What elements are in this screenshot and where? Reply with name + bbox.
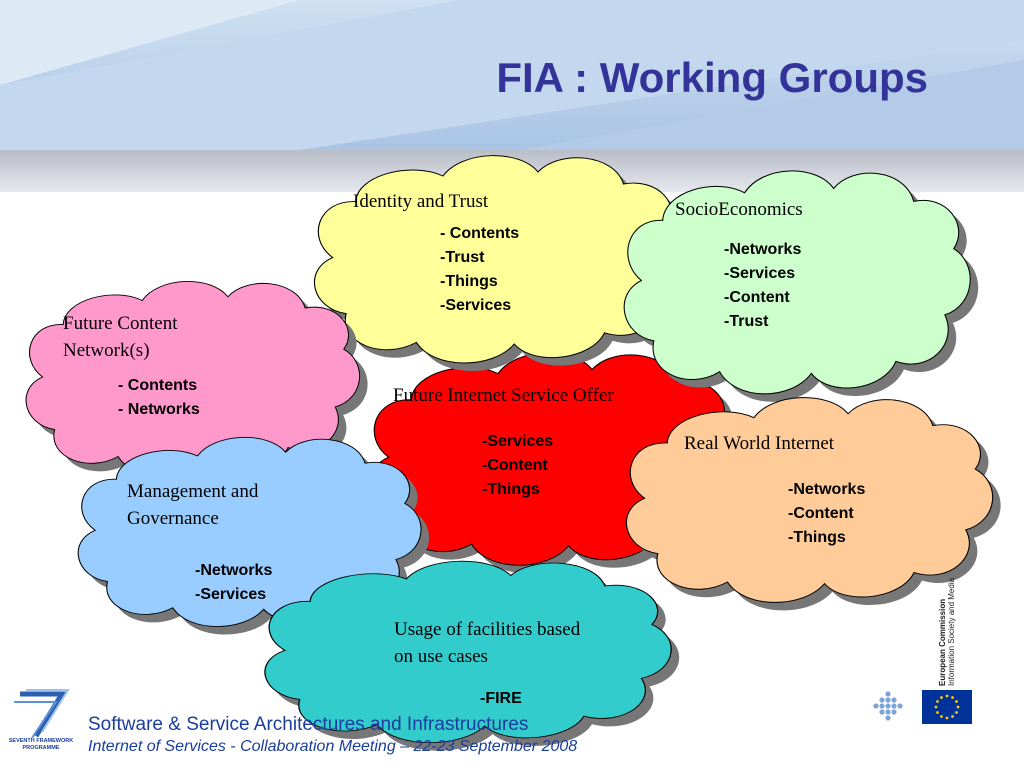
flag-star <box>955 700 958 703</box>
flag-star <box>934 705 938 709</box>
cloud-title-future-internet-service-offer: Future Internet Service Offer <box>393 385 614 406</box>
list-item: - Contents <box>440 225 520 242</box>
list-item: - Networks <box>118 401 200 418</box>
cloud-title-real-world-internet: Real World Internet <box>684 433 835 454</box>
flag-star <box>951 715 954 718</box>
cloud-title-management-and-governance: Management and Governance <box>127 481 259 529</box>
list-item: -Content <box>788 505 854 522</box>
fp7-logo-text: SEVENTH FRAMEWORK PROGRAMME <box>8 738 74 751</box>
cloud-items-identity-and-trust: - Contents -Trust -Things -Services <box>440 222 519 318</box>
list-item: -Content <box>724 289 790 306</box>
flag-star <box>940 715 943 718</box>
footer-subtitle: Internet of Services - Collaboration Mee… <box>88 738 578 755</box>
cloud-title-socioeconomics: SocioEconomics <box>675 199 803 220</box>
cloud-items-real-world-internet: -Networks -Content -Things <box>788 478 865 550</box>
flag-star <box>936 711 939 714</box>
flag-star <box>945 694 949 698</box>
cloud-items-future-content-networks: - Contents - Networks <box>118 374 200 422</box>
list-item: -Trust <box>724 313 769 330</box>
ec-text: European Commission Information Society … <box>938 578 1024 686</box>
flag-star <box>951 696 954 699</box>
flag-star <box>956 705 960 709</box>
list-item: -Networks <box>788 481 866 498</box>
list-item: -Services <box>724 265 796 282</box>
cloud-items-future-internet-service-offer: -Services -Content -Things <box>482 430 553 502</box>
list-item: -Trust <box>440 249 485 266</box>
cloud-title-future-content-networks: Future Content Network(s) <box>63 313 178 361</box>
slide-title: FIA : Working Groups <box>496 54 928 101</box>
ec-line1: European Commission <box>938 598 947 686</box>
list-item: -Content <box>482 457 548 474</box>
cloud-items-socioeconomics: -Networks -Services -Content -Trust <box>724 238 801 334</box>
list-item: -Things <box>482 481 540 498</box>
cloud-title-identity-and-trust: Identity and Trust <box>353 191 489 212</box>
list-item: - Contents <box>118 377 198 394</box>
list-item: -Things <box>788 529 846 546</box>
cloud-items-management-and-governance: -Networks -Services <box>195 559 272 607</box>
flag-star <box>936 700 939 703</box>
list-item: -Things <box>440 273 498 290</box>
cloud-items-usage-of-facilities: -FIRE <box>480 687 522 711</box>
cloud-title-usage-of-facilities: Usage of facilities based on use cases <box>394 619 581 667</box>
list-item: -Services <box>195 586 267 603</box>
list-item: -Networks <box>724 241 802 258</box>
list-item: -Services <box>440 297 512 314</box>
dots-logo <box>873 691 903 721</box>
list-item: -FIRE <box>480 690 522 707</box>
flag-star <box>955 711 958 714</box>
list-item: -Services <box>482 433 554 450</box>
footer-title: Software & Service Architectures and Inf… <box>88 714 529 735</box>
fp7-logo <box>14 689 70 739</box>
flag-star <box>940 696 943 699</box>
eu-flag-icon <box>922 690 972 724</box>
list-item: -Networks <box>195 562 273 579</box>
ec-line2: Information Society and Media <box>947 577 956 686</box>
flag-star <box>945 716 949 720</box>
